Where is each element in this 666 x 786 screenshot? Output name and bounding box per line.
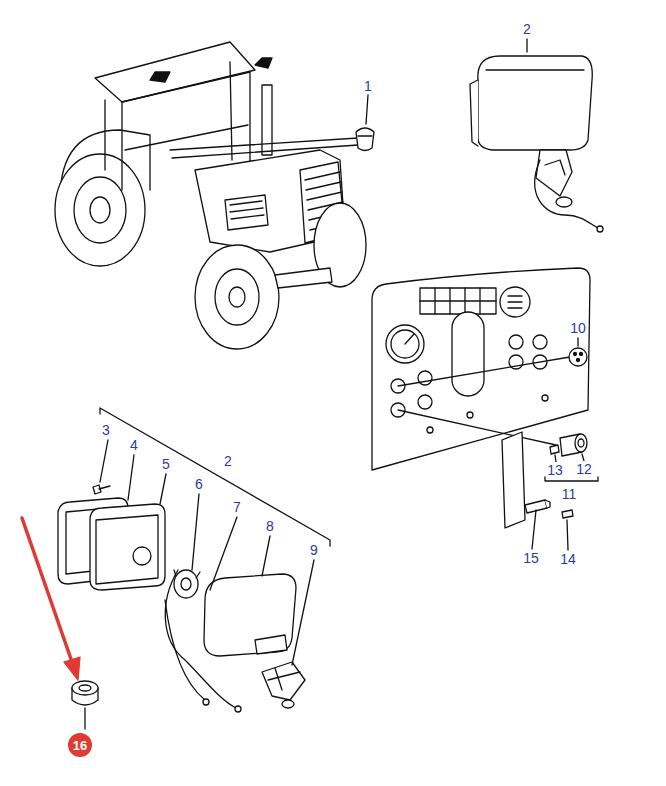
callout-number: 4 xyxy=(129,437,139,453)
callout-number: 14 xyxy=(559,551,577,567)
leader-lines xyxy=(100,39,584,665)
callout-number: 16 xyxy=(73,739,87,752)
callout-number: 5 xyxy=(161,456,171,472)
callout-number: 6 xyxy=(194,476,204,492)
plug-part xyxy=(356,128,374,151)
callout-number: 2 xyxy=(522,21,532,37)
tractor xyxy=(55,42,366,349)
switch-parts xyxy=(502,348,598,528)
callout-number: 12 xyxy=(575,461,593,477)
callout-number: 8 xyxy=(265,518,275,534)
callout-number: 11 xyxy=(561,486,578,502)
exploded-lamp xyxy=(58,408,330,712)
callout-circle: 16 xyxy=(68,733,92,757)
callout-number: 13 xyxy=(546,462,564,478)
callout-number: 7 xyxy=(232,499,242,515)
grommet-part xyxy=(72,681,98,729)
callout-number: 10 xyxy=(569,320,587,336)
work-lamp xyxy=(470,56,603,232)
callout-number: 9 xyxy=(309,542,319,558)
callout-number: 1 xyxy=(363,78,373,94)
callout-number: 15 xyxy=(522,550,540,566)
callout-number: 2 xyxy=(223,453,233,469)
dashboard-panel xyxy=(372,268,590,470)
callout-number: 3 xyxy=(101,422,111,438)
red-arrow xyxy=(22,518,80,680)
